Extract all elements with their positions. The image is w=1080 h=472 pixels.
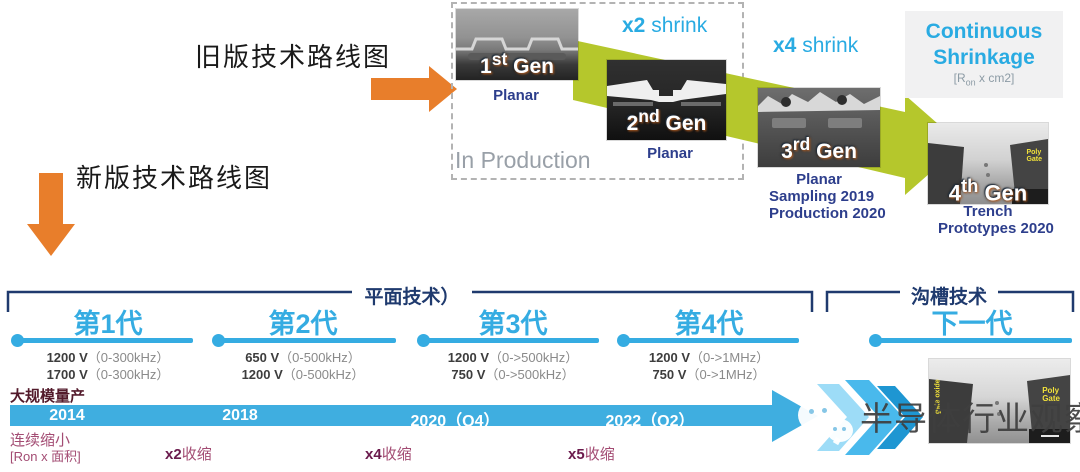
trench-bracket-label: 沟槽技术 [904, 282, 994, 309]
year-2018: 2018 [222, 407, 258, 424]
gen5-label: 下一代 [931, 309, 1013, 339]
orange-right-arrow [371, 78, 429, 100]
gen4-poly-gate-label: Poly Gate [1026, 149, 1042, 164]
gen4-caption-prototypes: Prototypes 2020 [938, 220, 1054, 237]
gen2-title: 2nd Gen [626, 106, 707, 135]
gen5-timeline-segment [869, 334, 1072, 347]
x5-shrink-note: x5收缩 [568, 446, 615, 463]
gen1-timeline-segment [11, 334, 193, 347]
gen4-title: 4th Gen [948, 175, 1028, 204]
continuous-shrink-note-line1: 连续缩小 [10, 432, 71, 449]
gen1-sem-image: 1st Gen [456, 9, 578, 80]
gen3-label: 第3代 [478, 309, 548, 339]
gen3-caption-planar: Planar [796, 171, 842, 188]
gen3-timeline-segment [417, 334, 599, 347]
year-2022: 2022（Q2） [605, 413, 695, 430]
watermark-text: 半导体行业观察 [860, 400, 1080, 437]
new-roadmap-label: 新版技术路线图 [76, 163, 273, 193]
gen2-label: 第2代 [268, 309, 338, 339]
orange-down-arrow-head-icon [27, 224, 75, 256]
continuous-shrinkage-box: Continuous Shrinkage [Ron x cm2] [905, 11, 1063, 98]
gen4-specs: 1200 V（0->1MHz） 750 V（0->1MHz） [648, 350, 770, 382]
gen4-timeline-segment [617, 334, 799, 347]
gen4-sem-image: Poly Gate 4th Gen [928, 123, 1048, 204]
x2-shrink-label: x2 shrink [622, 14, 708, 37]
gen3-title: 3rd Gen [781, 134, 857, 163]
year-2014: 2014 [49, 407, 85, 424]
gen1-label: 第1代 [73, 309, 143, 339]
nextgen-poly-gate-label: Poly Gate [1042, 386, 1060, 404]
gen2-specs: 650 V（0-500kHz） 1200 V（0-500kHz） [241, 350, 365, 382]
gen2-sem-image: 2nd Gen [607, 60, 726, 140]
x4-shrink-label: x4 shrink [773, 34, 859, 57]
orange-down-arrow [39, 173, 63, 225]
continuous-shrink-note-line2: [Ron x 面积] [10, 449, 81, 464]
continuous-line1: Continuous [925, 20, 1043, 43]
gen3-specs: 1200 V（0->500kHz） 750 V（0->500kHz） [447, 350, 579, 382]
gen3-caption-sampling: Sampling 2019 [769, 188, 875, 205]
gen1-title: 1st Gen [480, 49, 554, 78]
x2-shrink-note: x2收缩 [165, 446, 212, 463]
technology-brackets [6, 290, 1075, 312]
in-production-label: In Production [455, 147, 591, 173]
gen4-caption-trench: Trench [963, 203, 1013, 220]
gen2-caption: Planar [647, 145, 693, 162]
year-bar: 2014 2018 2020（Q4） 2022（Q2） [10, 405, 772, 430]
gen2-timeline-segment [212, 334, 396, 347]
gen3-sem-image: 3rd Gen [758, 88, 880, 167]
gen3-caption-production: Production 2020 [769, 205, 886, 222]
old-roadmap-label: 旧版技术路线图 [195, 42, 392, 72]
year-2020: 2020（Q4） [410, 413, 500, 430]
gen1-caption: Planar [493, 87, 539, 104]
continuous-sub-label: [Ron x cm2] [953, 71, 1015, 88]
planar-bracket-label: 平面技术） [358, 282, 466, 309]
nextgen-trench-sem-image: Poly Gate gate oxide [929, 359, 1070, 443]
mass-production-label: 大规模量产 [10, 388, 86, 405]
wechat-icon [798, 398, 858, 450]
gen1-specs: 1200 V（0-300kHz） 1700 V（0-300kHz） [46, 350, 170, 382]
continuous-line2: Shrinkage [933, 46, 1035, 69]
gen4-label: 第4代 [674, 309, 744, 339]
x4-shrink-note: x4收缩 [365, 446, 412, 463]
